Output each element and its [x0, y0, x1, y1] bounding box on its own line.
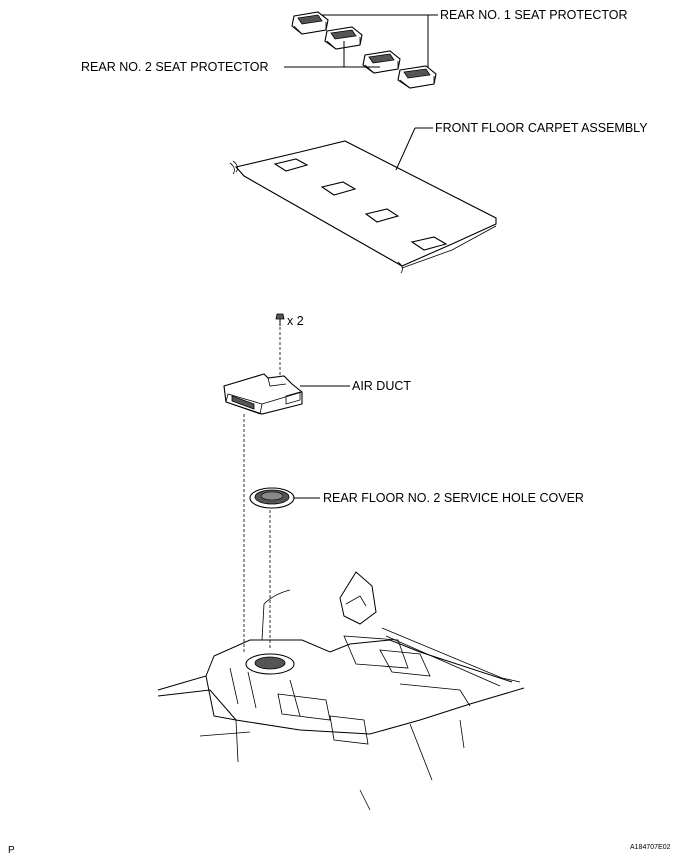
air-duct: [223, 373, 303, 415]
rear-no1-seat-protector-upper: [291, 11, 329, 35]
corner-mark: P: [8, 845, 15, 856]
label-bolt-quantity: x 2: [287, 314, 304, 328]
label-rear-floor-no2-service-hole-cover: REAR FLOOR NO. 2 SERVICE HOLE COVER: [323, 491, 584, 505]
rear-floor-no2-service-hole-cover: [249, 487, 295, 509]
label-air-duct: AIR DUCT: [352, 379, 411, 393]
vehicle-floor-panel: [157, 571, 525, 811]
figure-id: A184707E02: [630, 844, 671, 851]
rear-no1-seat-protector-lower: [397, 65, 437, 89]
label-front-floor-carpet-assembly: FRONT FLOOR CARPET ASSEMBLY: [435, 121, 648, 135]
label-rear-no2-seat-protector: REAR NO. 2 SEAT PROTECTOR: [81, 60, 269, 74]
rear-no2-seat-protector-upper: [324, 26, 363, 50]
leader-front-floor-carpet-assembly: [395, 127, 433, 171]
rear-no2-seat-protector-lower: [362, 50, 401, 74]
leader-rear-no2-seat-protector: [284, 41, 380, 68]
bolt-icon: [275, 313, 285, 326]
leader-rear-no1-seat-protector: [322, 14, 438, 68]
label-rear-no1-seat-protector: REAR NO. 1 SEAT PROTECTOR: [440, 8, 628, 22]
front-floor-carpet-assembly: [229, 140, 497, 274]
